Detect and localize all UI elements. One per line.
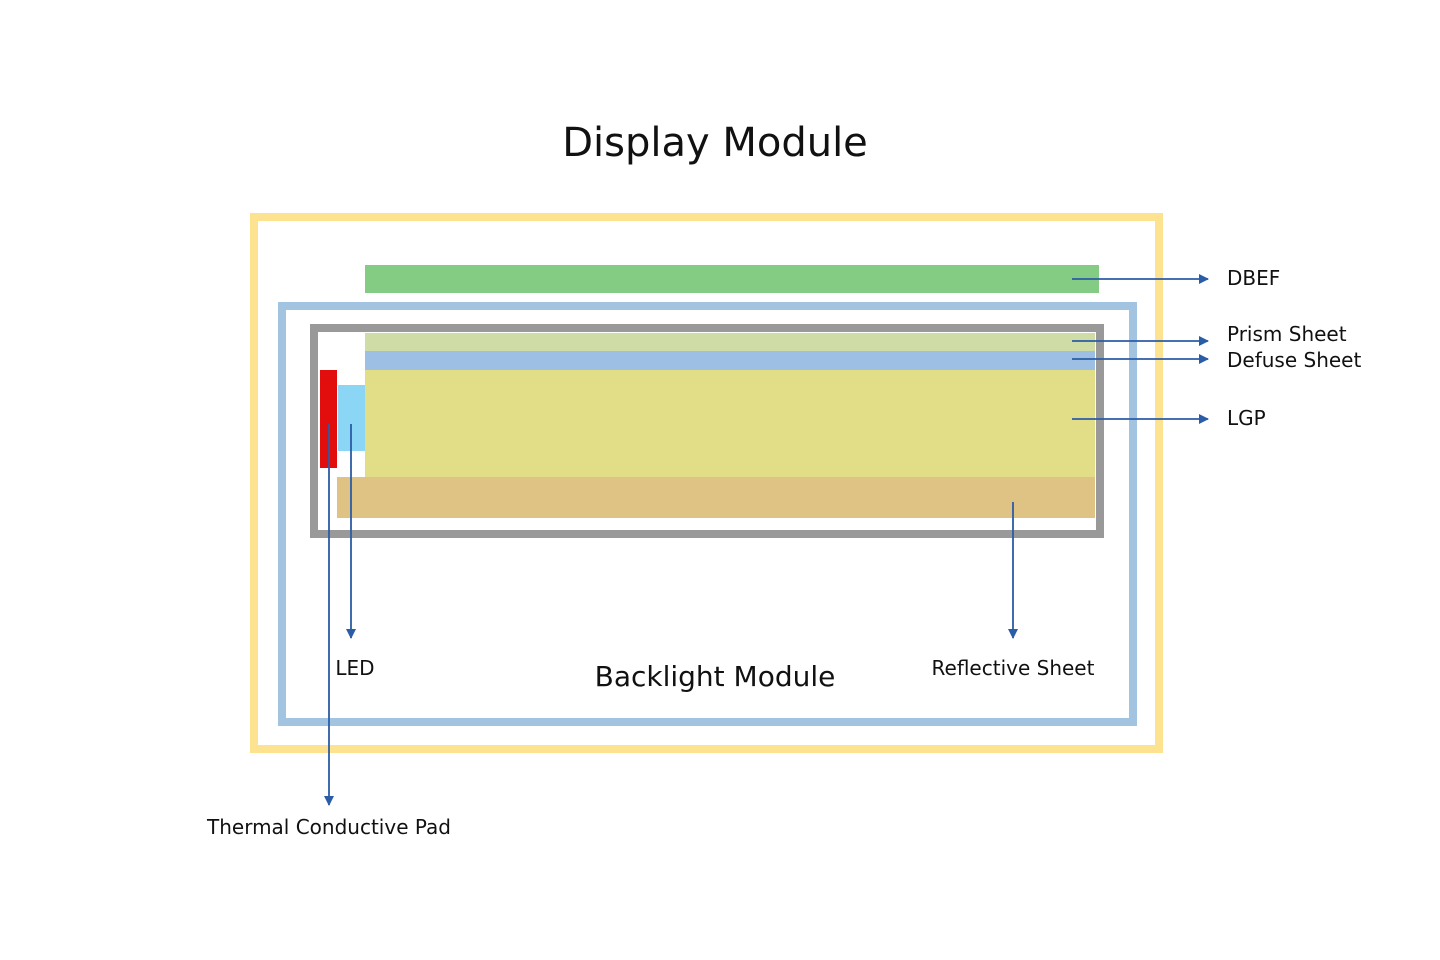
defuse-sheet-layer (365, 351, 1095, 370)
thermal-conductive-pad (320, 370, 337, 468)
prism-sheet-layer (365, 333, 1095, 351)
reflective-sheet-layer (337, 477, 1095, 518)
lgp-layer (365, 370, 1095, 477)
led-label: LED (335, 656, 374, 680)
reflective-sheet-label: Reflective Sheet (932, 656, 1095, 680)
backlight-module-title: Backlight Module (595, 660, 836, 693)
prism-sheet-label: Prism Sheet (1227, 322, 1347, 346)
dbef-label: DBEF (1227, 266, 1280, 290)
diagram-title: Display Module (562, 120, 868, 166)
backlight-module-frame (278, 302, 1137, 726)
dbef-layer (365, 265, 1099, 293)
display-module-frame (250, 213, 1163, 753)
lgp-label: LGP (1227, 406, 1266, 430)
defuse-sheet-label: Defuse Sheet (1227, 348, 1361, 372)
thermal-pad-label: Thermal Conductive Pad (206, 815, 451, 839)
